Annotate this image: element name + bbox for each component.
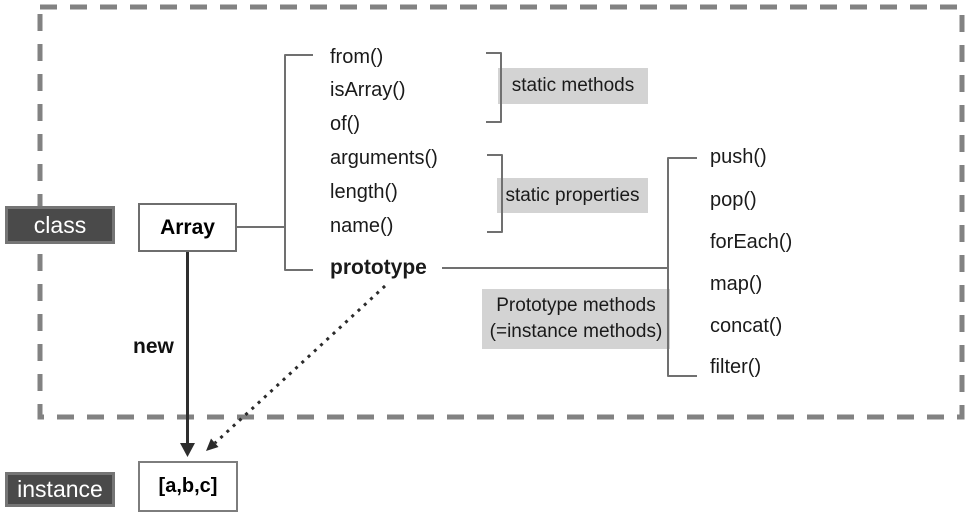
- static-member-item: isArray(): [330, 79, 406, 101]
- static-member-item: arguments(): [330, 147, 438, 169]
- prototype-member: prototype: [330, 256, 427, 279]
- prototype-method-item: concat(): [710, 315, 783, 337]
- static-member-item: name(): [330, 215, 394, 237]
- prototype-method-item: forEach(): [710, 231, 793, 253]
- static-member-item: of(): [330, 113, 360, 135]
- array-class-box: Array: [138, 203, 237, 252]
- prototype-method-item: push(): [710, 146, 767, 168]
- static-member-item: from(): [330, 46, 384, 68]
- new-keyword: new: [133, 335, 174, 358]
- prototype-method-item: pop(): [710, 189, 757, 211]
- instance-tag: instance: [5, 472, 115, 507]
- prototype-method-item: map(): [710, 273, 763, 295]
- static-member-item: length(): [330, 181, 398, 203]
- instance-box: [a,b,c]: [138, 461, 238, 512]
- prototype-method-item: filter(): [710, 356, 762, 378]
- class-tag: class: [5, 206, 115, 244]
